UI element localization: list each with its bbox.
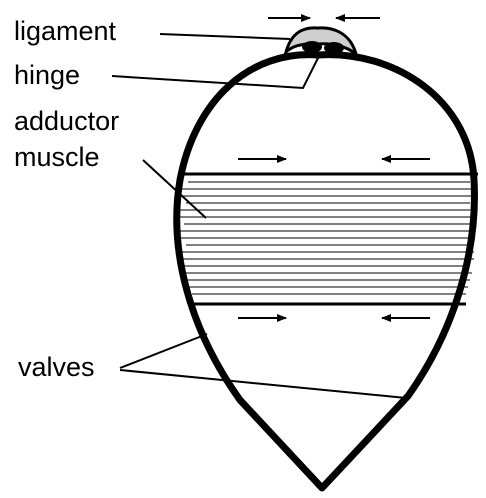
ligament-leader-line xyxy=(160,34,290,39)
adductor-label: adductor xyxy=(14,108,119,135)
hinge-leader-line xyxy=(112,58,318,88)
valves-label: valves xyxy=(18,354,95,381)
adductor-muscle xyxy=(178,174,478,304)
ligament-label: ligament xyxy=(14,18,116,45)
valves-leader-line-lower xyxy=(120,370,406,398)
ligament-shape xyxy=(286,28,356,54)
hinge-label: hinge xyxy=(14,62,80,89)
muscle-label: muscle xyxy=(14,144,100,171)
valves-leader-line-upper xyxy=(120,334,207,368)
